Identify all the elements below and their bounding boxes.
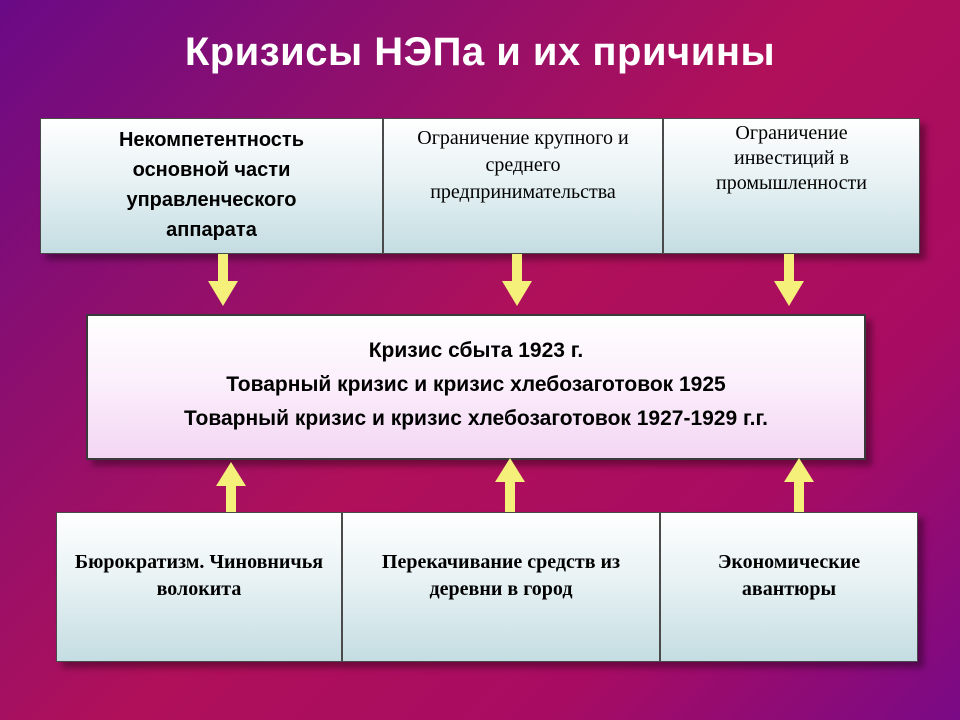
arrow-down-3 bbox=[774, 254, 804, 306]
cause-economic-adventures: Экономические авантюры bbox=[660, 512, 918, 662]
arrow-up-2 bbox=[495, 458, 525, 512]
cause-enterprise-restriction: Ограничение крупного и среднего предприн… bbox=[383, 118, 663, 254]
arrow-down-2 bbox=[502, 254, 532, 306]
arrow-up-3 bbox=[784, 458, 814, 512]
arrow-down-1 bbox=[208, 254, 238, 306]
arrow-up-1 bbox=[216, 462, 246, 512]
cause-incompetence-text: Некомпетентность основной части управлен… bbox=[118, 129, 305, 241]
cause-enterprise-restriction-text: Ограничение крупного и среднего предприн… bbox=[417, 127, 629, 203]
cause-investment-restriction: Ограничение инвестиций в промышленности bbox=[663, 118, 920, 254]
bottom-causes-row: Бюрократизм. Чиновничья волокита Перекач… bbox=[56, 512, 918, 662]
cause-bureaucracy-text: Бюрократизм. Чиновничья волокита bbox=[74, 551, 324, 600]
crises-box: Кризис сбыта 1923 г. Товарный кризис и к… bbox=[86, 314, 866, 460]
crisis-1923: Кризис сбыта 1923 г. bbox=[368, 339, 584, 362]
cause-bureaucracy: Бюрократизм. Чиновничья волокита bbox=[56, 512, 342, 662]
cause-incompetence: Некомпетентность основной части управлен… bbox=[40, 118, 383, 254]
top-causes-row: Некомпетентность основной части управлен… bbox=[40, 118, 920, 254]
slide-title: Кризисы НЭПа и их причины bbox=[184, 30, 776, 74]
cause-economic-adventures-text: Экономические авантюры bbox=[717, 551, 861, 600]
cause-funds-transfer-text: Перекачивание средств из деревни в город bbox=[381, 551, 621, 600]
crisis-1925: Товарный кризис и кризис хлебозаготовок … bbox=[226, 373, 726, 396]
crisis-1927-1929: Товарный кризис и кризис хлебозаготовок … bbox=[184, 407, 768, 430]
cause-investment-restriction-text: Ограничение инвестиций в промышленности bbox=[716, 122, 867, 194]
cause-funds-transfer: Перекачивание средств из деревни в город bbox=[342, 512, 660, 662]
